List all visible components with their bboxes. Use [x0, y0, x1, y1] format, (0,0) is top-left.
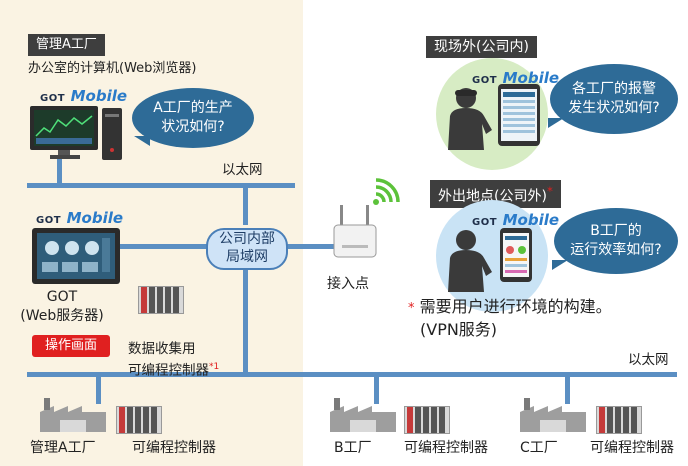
access-point-label: 接入点 [327, 276, 369, 292]
vpn-note-line2: (VPN服务) [420, 320, 498, 339]
factory-c-plc-label: 可编程控制器 [590, 440, 674, 456]
factory-a-name: 管理A工厂 [30, 440, 96, 456]
office-subtitle: 办公室的计算机(Web浏览器) [28, 61, 197, 76]
smartphone-icon [500, 228, 532, 282]
offsite-bubble-tail [552, 260, 568, 270]
office-speech-bubble: A工厂的生产 状况如何? [132, 88, 254, 148]
got-label: GOT (Web服务器) [20, 289, 104, 324]
ap-link [285, 244, 335, 249]
desktop-pc-icon [30, 106, 130, 166]
factory-c-plc-icon [596, 406, 642, 434]
onsite-person-icon [440, 84, 510, 150]
ethernet-line-bottom [27, 372, 677, 377]
offsite-person-icon [440, 226, 510, 292]
access-point-icon [330, 205, 380, 265]
lan-drop-bottom [243, 265, 248, 377]
got-mobile-logo-got: GOT Mobile [36, 209, 124, 227]
factory-c-name: C工厂 [520, 440, 558, 456]
vpn-note-mark: * [408, 301, 415, 316]
factory-a-plc-icon [116, 406, 162, 434]
factory-c-icon [520, 398, 586, 432]
onsite-bubble-tail [548, 118, 564, 128]
office-tag: 管理A工厂 [28, 34, 105, 56]
data-plc-label: 数据收集用 可编程控制器*1 [128, 341, 220, 379]
drop-factory-b [374, 374, 379, 404]
ethernet-line-top [27, 183, 295, 188]
office-bubble-tail [134, 136, 150, 146]
data-plc-icon [138, 286, 184, 314]
company-lan-box: 公司内部 局域网 [206, 228, 288, 270]
onsite-tag: 现场外(公司内) [426, 36, 537, 58]
office-pc-drop [57, 155, 62, 185]
got-link [120, 244, 212, 249]
factory-a-icon [40, 398, 106, 432]
ethernet-label-bottom: 以太网 [628, 352, 669, 368]
factory-b-name: B工厂 [334, 440, 372, 456]
factory-b-plc-icon [404, 406, 450, 434]
tablet-icon [498, 84, 540, 146]
got-mobile-logo: GOT Mobile [40, 87, 128, 105]
vpn-note-line1: 需要用户进行环境的构建。 [419, 297, 612, 316]
drop-factory-a [96, 374, 101, 404]
vpn-note: * 需要用户进行环境的构建。 (VPN服务) [408, 296, 612, 340]
wifi-signal-icon [370, 178, 406, 208]
onsite-speech-bubble: 各工厂的报警 发生状况如何? [550, 64, 678, 134]
got-hmi-device-icon [32, 228, 122, 286]
got-mobile-logo-offsite: GOT Mobile [472, 211, 560, 229]
operation-screen-button[interactable]: 操作画面 [32, 335, 110, 357]
ethernet-label-top: 以太网 [222, 162, 263, 178]
drop-factory-c [565, 374, 570, 404]
factory-b-plc-label: 可编程控制器 [404, 440, 488, 456]
offsite-speech-bubble: B工厂的 运行效率如何? [554, 208, 678, 274]
plc-footnote-mark: *1 [209, 362, 220, 372]
lan-drop-top [243, 185, 248, 225]
factory-a-plc-label: 可编程控制器 [132, 440, 216, 456]
factory-b-icon [330, 398, 396, 432]
got-mobile-logo-onsite: GOT Mobile [472, 69, 560, 87]
